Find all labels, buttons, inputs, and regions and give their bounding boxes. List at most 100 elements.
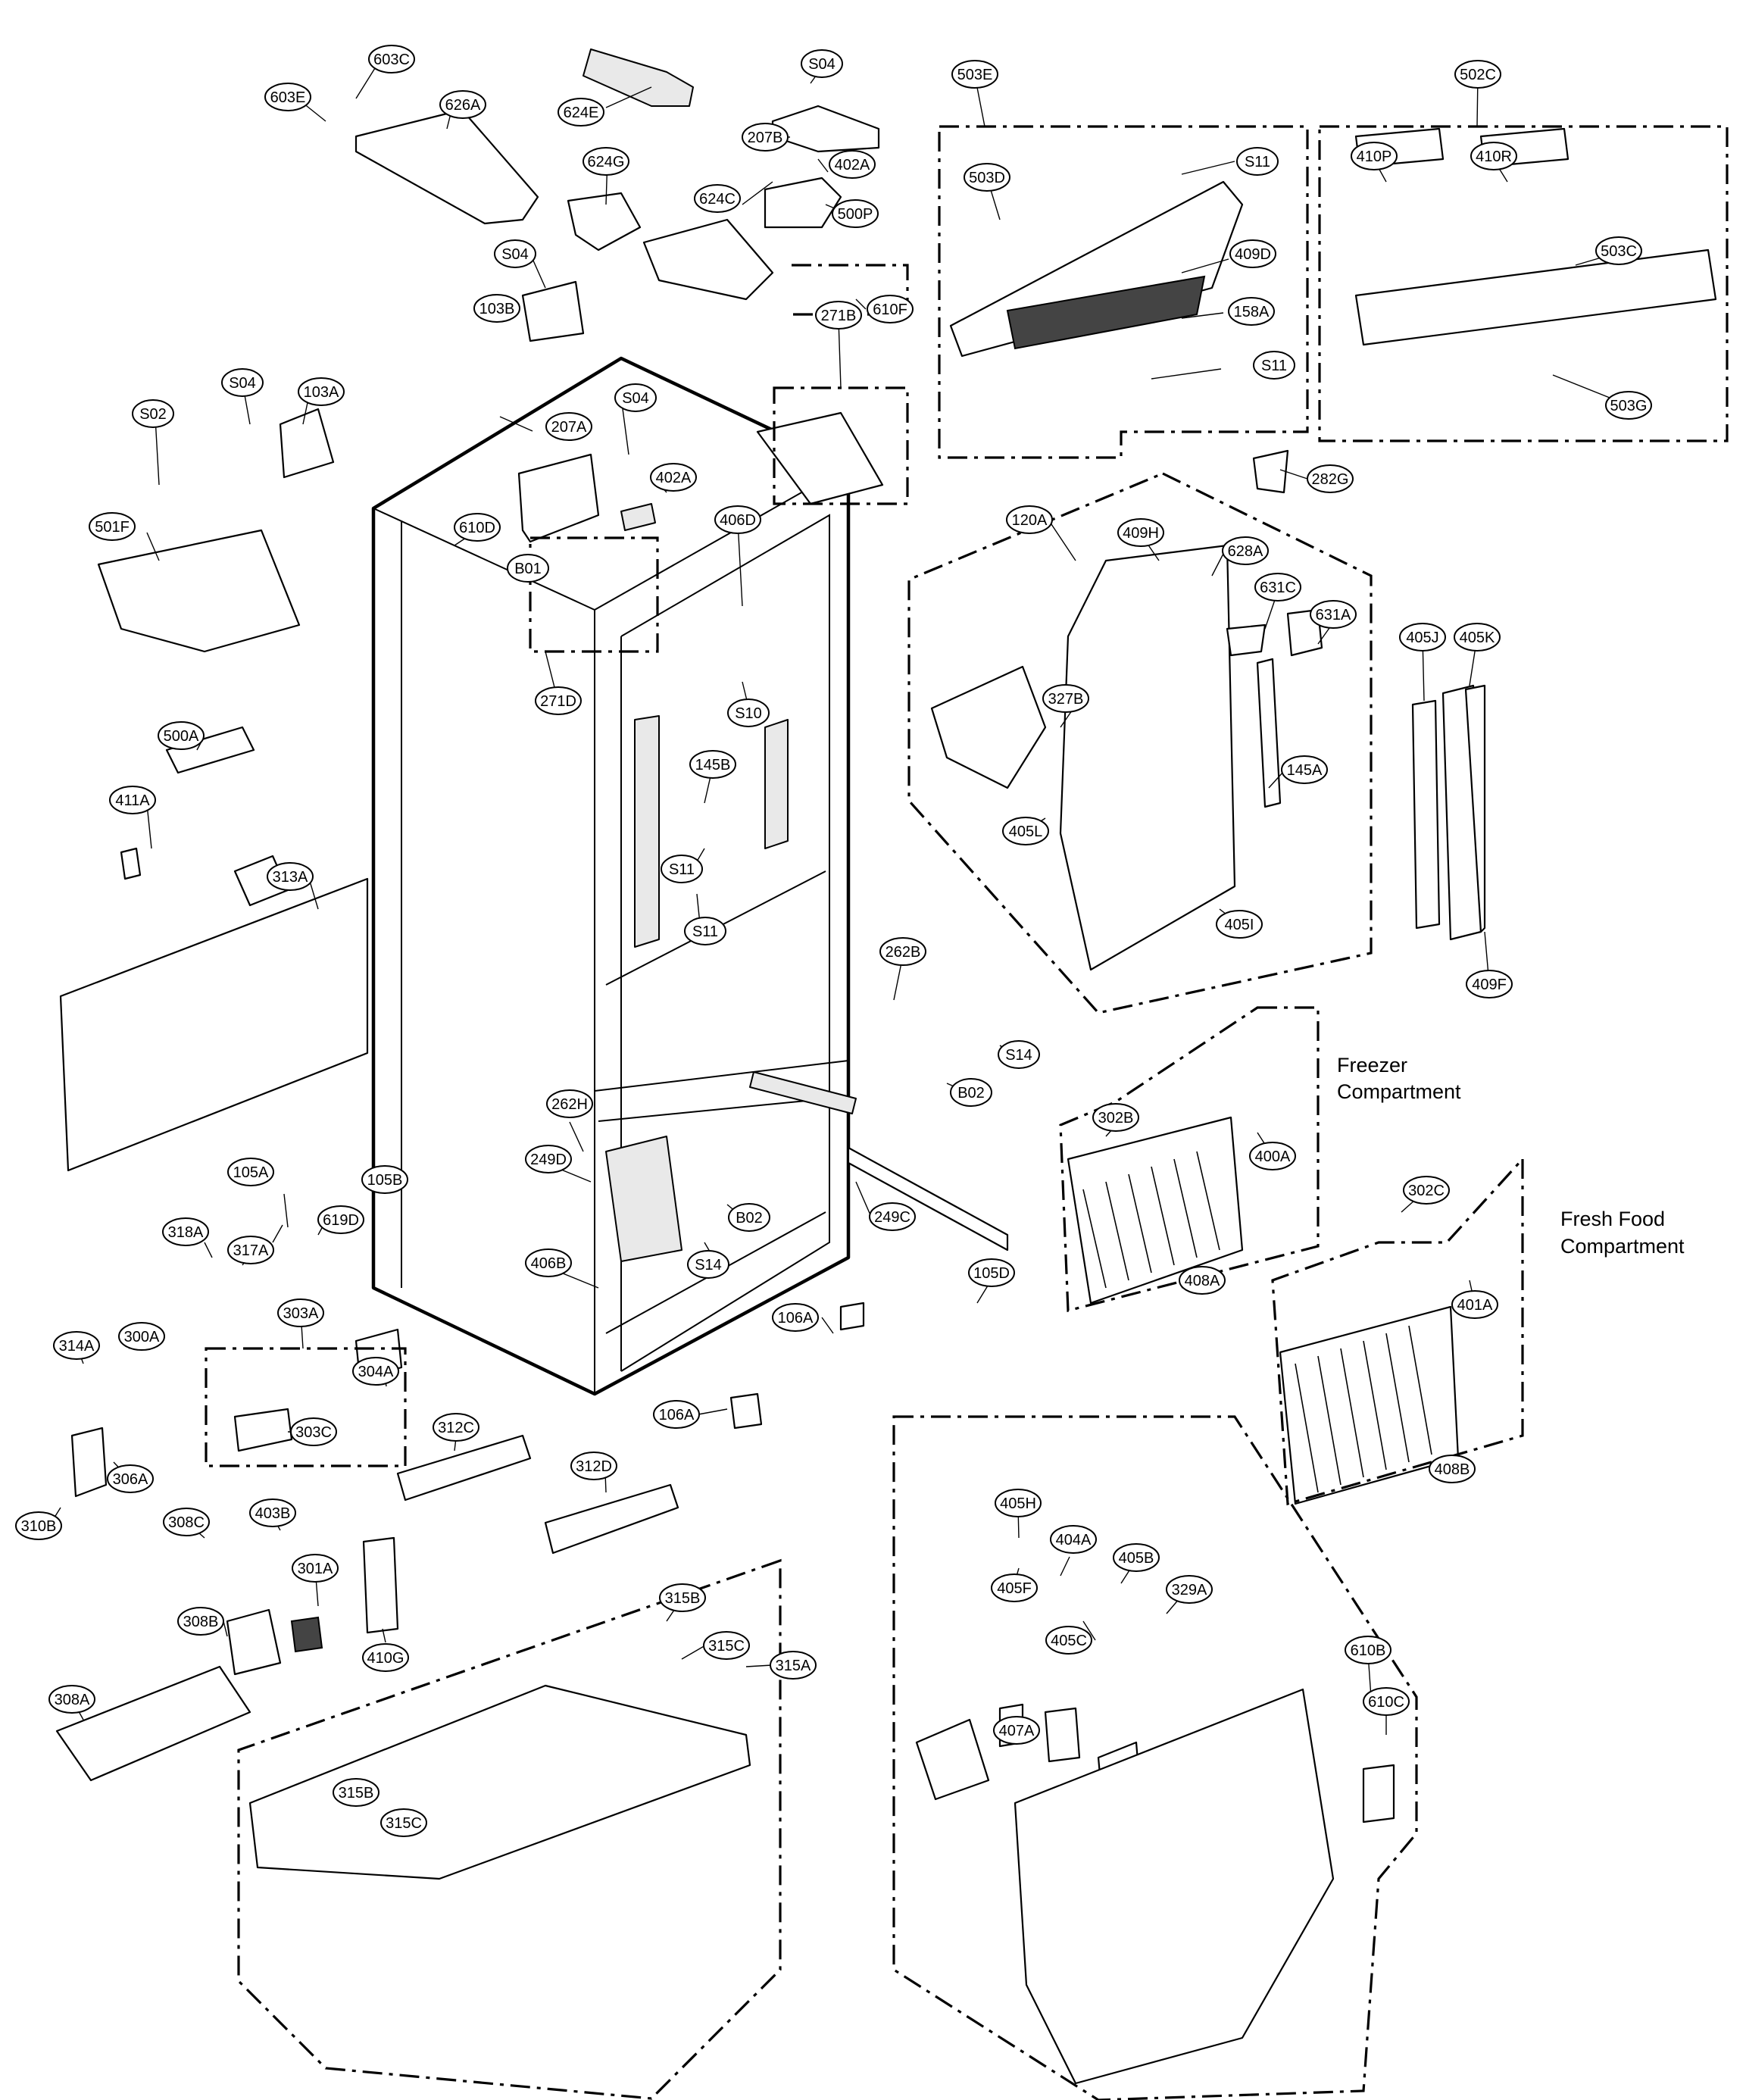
label-329A: 329A xyxy=(1166,1575,1213,1604)
label-405L: 405L xyxy=(1002,817,1049,845)
label-207A: 207A xyxy=(545,412,592,441)
label-619D: 619D xyxy=(317,1205,364,1234)
label-S11: S11 xyxy=(1236,147,1279,176)
svg-text:624G: 624G xyxy=(588,154,625,170)
svg-text:105D: 105D xyxy=(973,1265,1010,1282)
label-315C: 315C xyxy=(703,1631,750,1660)
evaporator-freezer xyxy=(1067,1116,1244,1305)
svg-text:315B: 315B xyxy=(665,1590,701,1607)
svg-text:103B: 103B xyxy=(479,301,515,317)
svg-text:249C: 249C xyxy=(874,1209,910,1226)
svg-text:624C: 624C xyxy=(699,191,736,208)
svg-text:603C: 603C xyxy=(373,52,410,68)
label-410R: 410R xyxy=(1470,142,1517,170)
label-624G: 624G xyxy=(583,147,629,176)
svg-text:405J: 405J xyxy=(1406,630,1438,646)
label-409F: 409F xyxy=(1466,970,1513,998)
svg-text:407A: 407A xyxy=(999,1723,1035,1739)
svg-text:302C: 302C xyxy=(1408,1183,1445,1199)
svg-text:Fresh Food: Fresh Food xyxy=(1560,1208,1665,1230)
svg-text:603E: 603E xyxy=(270,89,306,106)
svg-text:411A: 411A xyxy=(115,792,150,809)
svg-text:405K: 405K xyxy=(1460,630,1495,646)
label-S04: S04 xyxy=(614,383,657,412)
svg-text:145B: 145B xyxy=(695,757,731,773)
svg-text:405C: 405C xyxy=(1051,1633,1087,1649)
svg-text:302B: 302B xyxy=(1098,1110,1134,1127)
svg-text:624E: 624E xyxy=(564,105,599,121)
svg-text:207B: 207B xyxy=(748,130,783,146)
svg-text:Compartment: Compartment xyxy=(1560,1235,1685,1258)
svg-text:158A: 158A xyxy=(1234,304,1270,320)
label-402A: 402A xyxy=(829,150,876,179)
label-303A: 303A xyxy=(277,1298,324,1327)
label-313A: 313A xyxy=(267,862,314,891)
label-411A: 411A xyxy=(109,786,156,814)
svg-text:315C: 315C xyxy=(708,1638,745,1655)
label-610B: 610B xyxy=(1345,1636,1391,1664)
label-249D: 249D xyxy=(525,1145,572,1173)
label-410G: 410G xyxy=(362,1643,409,1672)
svg-text:300A: 300A xyxy=(124,1329,160,1345)
label-105D: 105D xyxy=(968,1258,1015,1287)
label-120A: 120A xyxy=(1006,505,1053,534)
label-624E: 624E xyxy=(558,98,604,127)
svg-text:S11: S11 xyxy=(1245,154,1270,170)
label-310B: 310B xyxy=(15,1511,62,1540)
svg-text:313A: 313A xyxy=(273,869,308,886)
label-271B: 271B xyxy=(815,301,862,330)
label-400A: 400A xyxy=(1249,1142,1296,1170)
label-282G: 282G xyxy=(1307,464,1354,493)
svg-text:405I: 405I xyxy=(1225,917,1254,933)
label-106A: 106A xyxy=(772,1303,819,1332)
label-406D: 406D xyxy=(714,505,761,534)
svg-text:610D: 610D xyxy=(459,520,495,536)
label-S11: S11 xyxy=(1253,351,1295,380)
label-603E: 603E xyxy=(264,83,311,111)
label-405B: 405B xyxy=(1113,1543,1160,1572)
label-404A: 404A xyxy=(1050,1525,1097,1554)
svg-text:105A: 105A xyxy=(233,1164,269,1181)
svg-text:S02: S02 xyxy=(139,406,167,423)
svg-text:106A: 106A xyxy=(659,1407,695,1423)
svg-text:610F: 610F xyxy=(873,302,907,318)
label-306A: 306A xyxy=(107,1464,154,1493)
svg-text:B01: B01 xyxy=(514,561,542,577)
label-262B: 262B xyxy=(879,937,926,966)
svg-text:409D: 409D xyxy=(1235,246,1271,263)
label-405F: 405F xyxy=(991,1573,1038,1602)
label-145A: 145A xyxy=(1281,755,1328,784)
label-401A: 401A xyxy=(1451,1290,1498,1319)
label-312C: 312C xyxy=(433,1413,479,1442)
svg-text:409F: 409F xyxy=(1472,977,1507,993)
label-302C: 302C xyxy=(1403,1176,1450,1205)
label-315A: 315A xyxy=(770,1651,817,1680)
svg-text:402A: 402A xyxy=(656,470,692,486)
svg-text:327B: 327B xyxy=(1048,691,1084,708)
svg-text:S11: S11 xyxy=(669,861,695,878)
label-158A: 158A xyxy=(1228,297,1275,326)
label-S11: S11 xyxy=(661,855,703,883)
svg-text:262H: 262H xyxy=(551,1096,588,1113)
svg-text:S14: S14 xyxy=(695,1257,722,1273)
label-B01: B01 xyxy=(507,554,549,583)
svg-text:B02: B02 xyxy=(736,1210,763,1227)
svg-text:308A: 308A xyxy=(55,1692,90,1708)
svg-text:631C: 631C xyxy=(1260,580,1296,596)
label-624C: 624C xyxy=(694,184,741,213)
label-626A: 626A xyxy=(439,90,486,119)
svg-text:S10: S10 xyxy=(735,705,762,722)
label-403B: 403B xyxy=(249,1498,296,1527)
svg-text:S04: S04 xyxy=(622,390,649,407)
svg-text:262B: 262B xyxy=(885,944,921,961)
label-503C: 503C xyxy=(1595,236,1642,265)
svg-text:308C: 308C xyxy=(168,1514,205,1531)
svg-text:S14: S14 xyxy=(1005,1047,1032,1064)
label-314A: 314A xyxy=(53,1331,100,1360)
svg-text:308B: 308B xyxy=(183,1614,219,1630)
label-503D: 503D xyxy=(964,163,1010,192)
svg-text:410G: 410G xyxy=(367,1650,404,1667)
label-631A: 631A xyxy=(1310,600,1357,629)
label-405C: 405C xyxy=(1045,1626,1092,1655)
refrigerator-cabinet xyxy=(371,356,857,1396)
